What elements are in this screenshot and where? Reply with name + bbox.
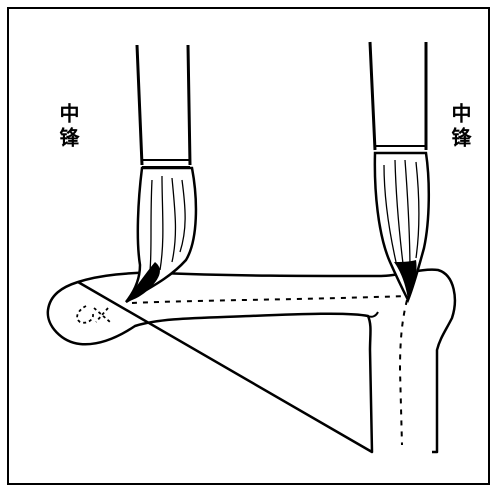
center-path-horizontal (132, 296, 407, 303)
label-center-tip-left: 中锋 (58, 103, 78, 151)
vertical-stroke-inner-edge (368, 312, 378, 317)
start-mark-icon (77, 306, 110, 323)
label-center-tip-right: 中锋 (450, 103, 470, 151)
left-brush-icon (126, 45, 196, 302)
center-path-vertical (400, 300, 407, 445)
horizontal-stroke-outline (48, 270, 455, 452)
right-brush-icon (370, 42, 429, 300)
